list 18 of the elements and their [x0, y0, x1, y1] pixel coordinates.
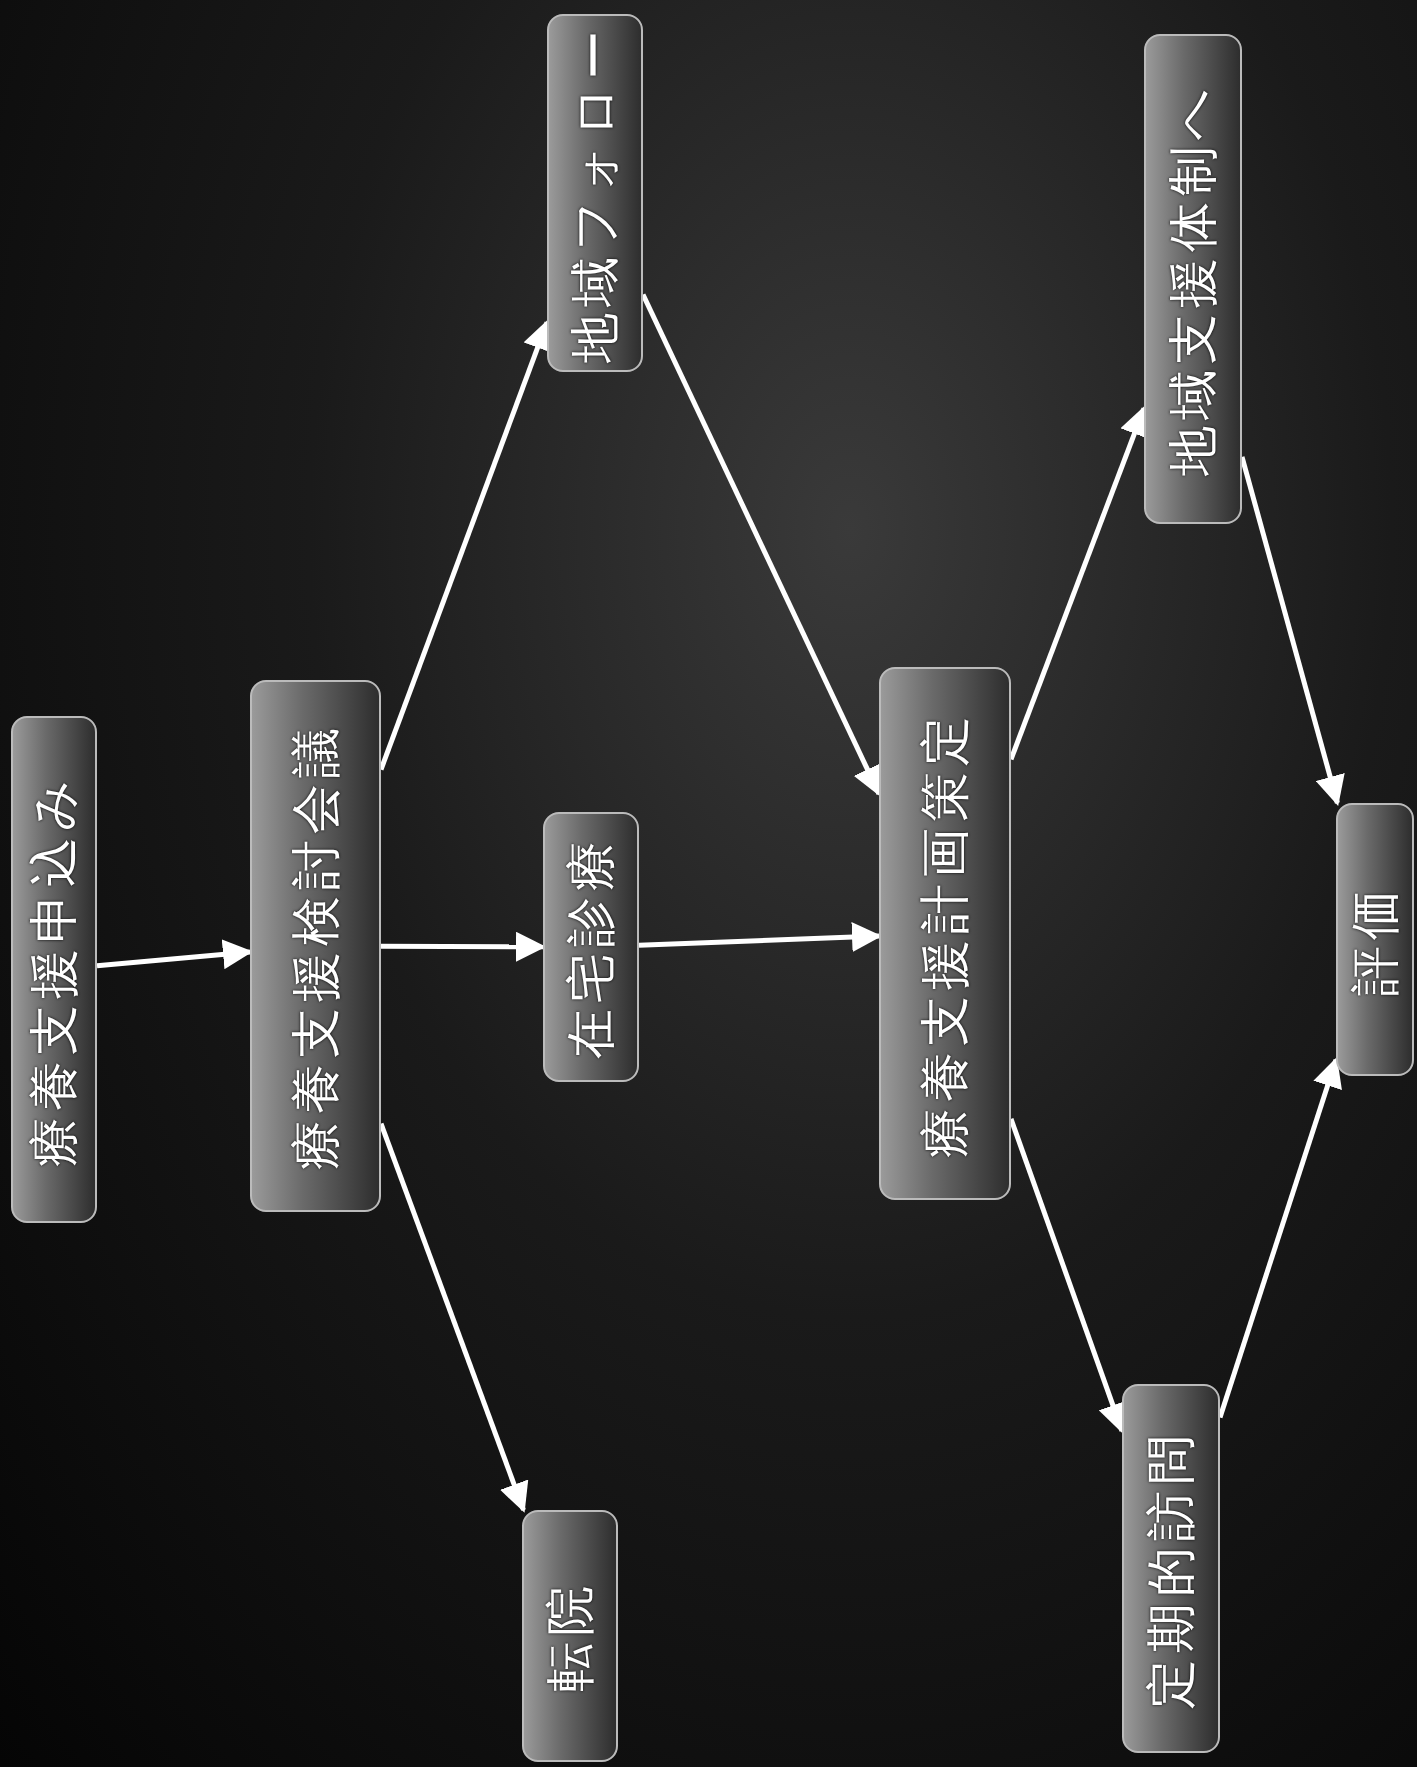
process-box [879, 667, 1011, 1200]
process-box [522, 1510, 618, 1762]
box-label: 療養支援申込み [23, 773, 84, 1166]
box-label: 地域フォロー [564, 23, 625, 363]
box-label: 評価 [1344, 883, 1405, 996]
box-label: 在宅診療 [560, 835, 621, 1059]
process-box [1144, 34, 1242, 524]
process-box [1336, 803, 1414, 1076]
box-label: 地域支援体制へ [1162, 82, 1223, 476]
process-box [1122, 1384, 1220, 1753]
box-label: 転院 [539, 1580, 600, 1692]
box-label: 療養支援検討会議 [285, 722, 345, 1170]
box-label: 定期的訪問 [1140, 1428, 1201, 1709]
process-box [250, 680, 381, 1212]
box-label: 療養支援計画策定 [914, 709, 975, 1158]
process-box [547, 14, 643, 372]
process-box [11, 716, 97, 1223]
process-box [543, 812, 639, 1082]
